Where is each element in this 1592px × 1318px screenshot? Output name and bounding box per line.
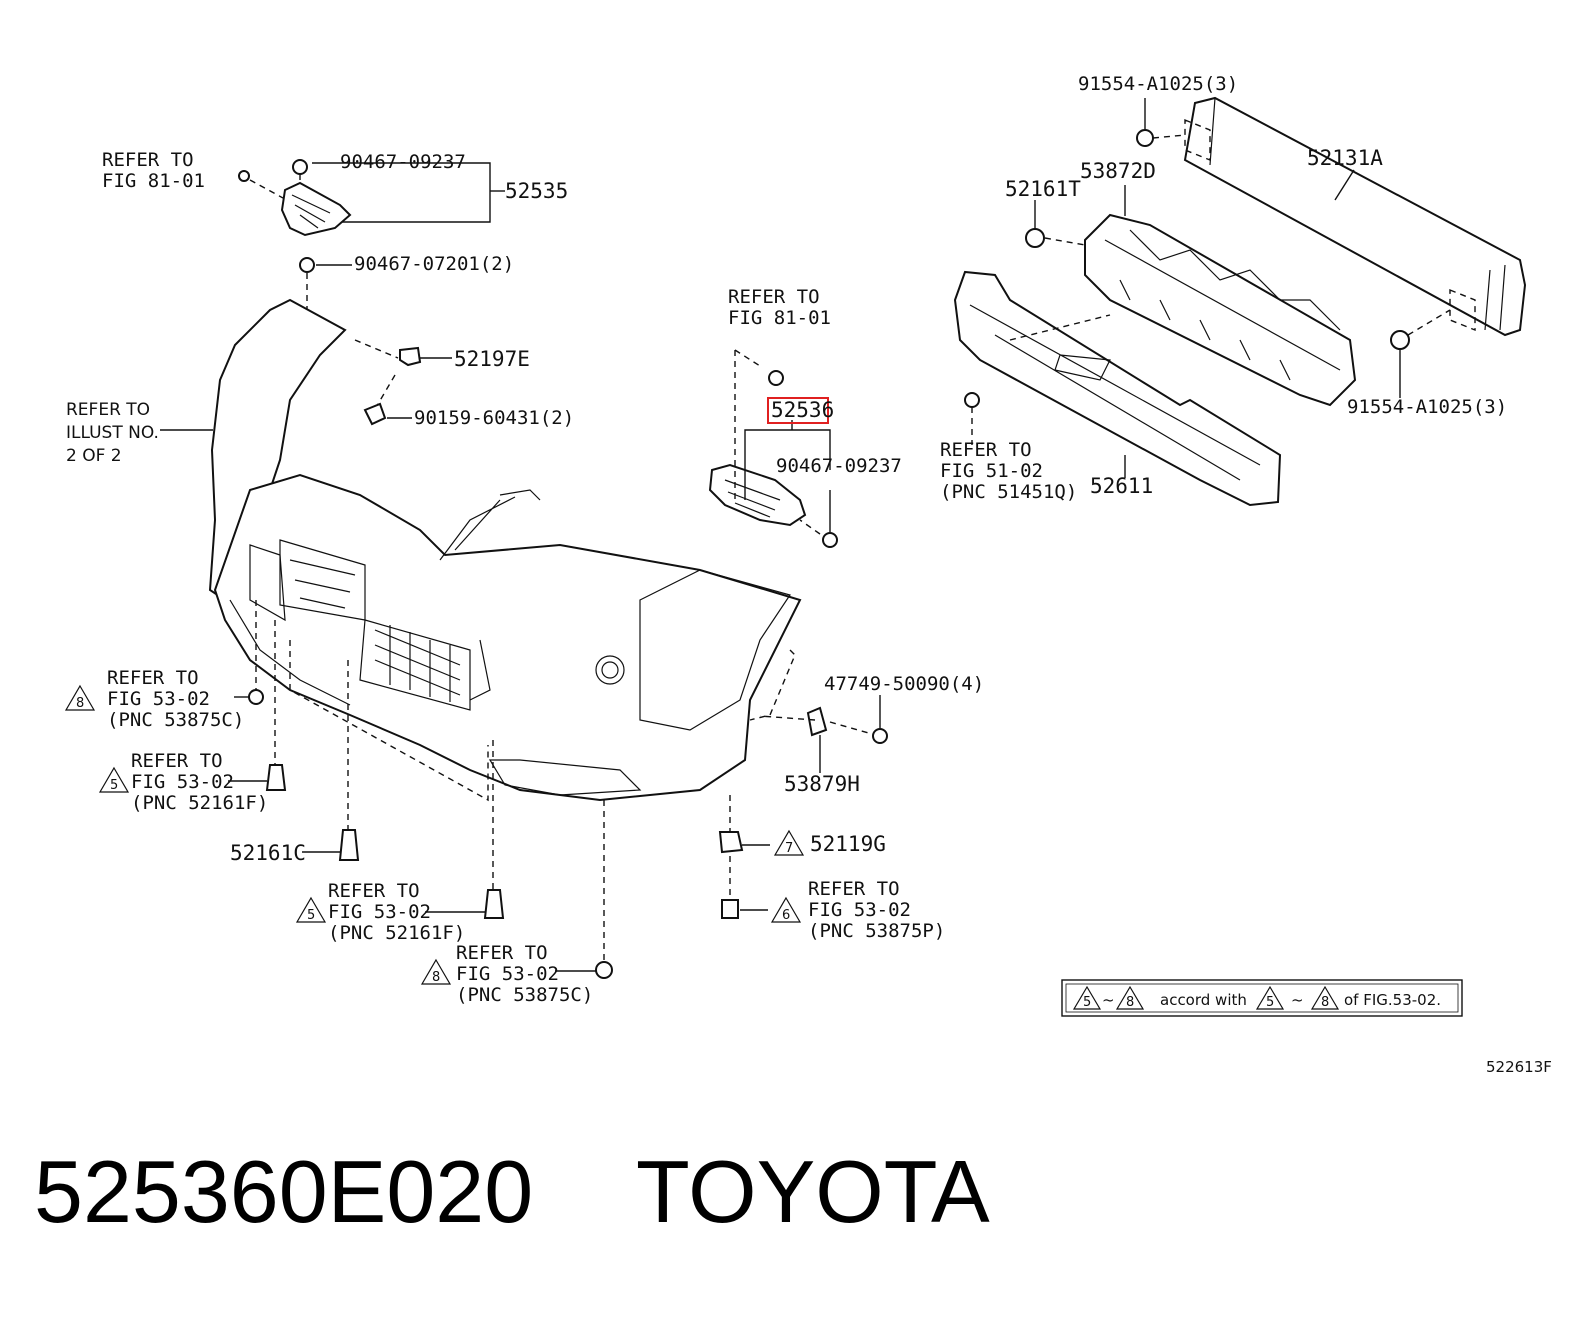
absorber-53872d <box>1084 213 1357 407</box>
refer-81-01-top-line1: REFER TO <box>102 149 194 171</box>
refer-8a-line2: FIG 53-02 <box>107 688 210 710</box>
bolt-91554-right <box>1390 330 1410 350</box>
pn-52119g: 52119G <box>810 832 886 856</box>
svg-text:5: 5 <box>110 778 118 793</box>
clip-52161t <box>1025 228 1045 248</box>
pn-47749-50090: 47749-50090(4) <box>824 673 984 695</box>
refer-6-line3: (PNC 53875P) <box>808 920 945 942</box>
note-tilde-1: ~ <box>1102 991 1115 1009</box>
lower-fasteners <box>228 600 888 979</box>
screw-90159-60431 <box>363 402 387 426</box>
pn-90159-60431: 90159-60431(2) <box>414 407 574 429</box>
refer-illust-line2: ILLUST NO. <box>66 423 159 443</box>
pn-52536: 52536 <box>771 398 834 422</box>
triangle-8a: 8 <box>64 684 96 711</box>
pn-52161t: 52161T <box>1005 177 1081 201</box>
refer-8a-line1: REFER TO <box>107 667 199 689</box>
refer-8b-line1: REFER TO <box>456 942 548 964</box>
pn-52197e: 52197E <box>454 347 530 371</box>
bracket-52536-group <box>708 349 838 548</box>
refer-illust-line3: 2 OF 2 <box>66 446 122 466</box>
svg-text:8: 8 <box>432 970 440 985</box>
refer-51-02-line2: FIG 51-02 <box>940 460 1043 482</box>
svg-text:8: 8 <box>76 696 84 711</box>
highlight-box-52536 <box>767 397 829 424</box>
refer-5a-line2: FIG 53-02 <box>131 771 234 793</box>
figure-code: 522613F <box>1486 1058 1552 1076</box>
refer-5a-line3: (PNC 52161F) <box>131 792 268 814</box>
pn-53872d: 53872D <box>1080 159 1156 183</box>
refer-51-02-line3: (PNC 51451Q) <box>940 481 1077 503</box>
note-triangle-5a: 5 <box>1083 995 1091 1010</box>
refer-illust-line1: REFER TO <box>66 400 150 420</box>
pn-53879h: 53879H <box>784 772 860 796</box>
triangle-7: 7 <box>773 829 805 856</box>
triangle-5a: 5 <box>98 766 130 793</box>
refer-81-01-mid-line1: REFER TO <box>728 286 820 308</box>
pn-52161c: 52161C <box>230 841 306 865</box>
clip-90467-07201 <box>299 257 315 273</box>
pn-90467-09237-top: 90467-09237 <box>340 151 466 173</box>
pn-91554-right: 91554-A1025(3) <box>1347 396 1507 418</box>
note-tilde-2: ~ <box>1291 991 1304 1009</box>
bumper-cover <box>208 298 802 802</box>
pn-52611: 52611 <box>1090 474 1153 498</box>
triangle-6: 6 <box>770 896 802 923</box>
refer-6-line2: FIG 53-02 <box>808 899 911 921</box>
note-accord-with: accord with <box>1160 991 1247 1009</box>
note-triangle-5b: 5 <box>1266 995 1274 1010</box>
pn-91554-top: 91554-A1025(3) <box>1078 73 1238 95</box>
triangle-5b: 5 <box>295 896 327 923</box>
bolt-91554-top <box>1136 129 1154 147</box>
refer-51-02-line1: REFER TO <box>940 439 1032 461</box>
note-triangle-8b: 8 <box>1321 995 1329 1010</box>
triangle-8b: 8 <box>420 958 452 985</box>
note-box: 5 ~ 8 accord with 5 ~ 8 of FIG.53-02. <box>1061 979 1463 1017</box>
clip-52197e <box>399 346 422 367</box>
absorber-52611 <box>953 270 1282 507</box>
pn-90467-09237-mid: 90467-09237 <box>776 455 902 477</box>
clip-51451q <box>964 392 980 408</box>
refer-8b-line3: (PNC 53875C) <box>456 984 593 1006</box>
refer-5b-line3: (PNC 52161F) <box>328 922 465 944</box>
footer-part-number: 525360E020 <box>34 1142 533 1241</box>
refer-8a-line3: (PNC 53875C) <box>107 709 244 731</box>
pn-52131a: 52131A <box>1307 146 1383 170</box>
refer-5b-line1: REFER TO <box>328 880 420 902</box>
svg-text:7: 7 <box>785 841 793 856</box>
note-triangle-8a: 8 <box>1126 995 1134 1010</box>
refer-81-01-mid-line2: FIG 81-01 <box>728 307 831 329</box>
pn-90467-07201: 90467-07201(2) <box>354 253 514 275</box>
refer-8b-line2: FIG 53-02 <box>456 963 559 985</box>
footer-brand: TOYOTA <box>636 1142 990 1241</box>
refer-5b-line2: FIG 53-02 <box>328 901 431 923</box>
refer-6-line1: REFER TO <box>808 878 900 900</box>
bracket-52535-group <box>238 159 352 237</box>
svg-text:5: 5 <box>307 908 315 923</box>
note-of-fig: of FIG.53-02. <box>1344 991 1441 1009</box>
refer-5a-line1: REFER TO <box>131 750 223 772</box>
refer-81-01-top-line2: FIG 81-01 <box>102 170 205 192</box>
svg-text:6: 6 <box>782 908 790 923</box>
pn-52535: 52535 <box>505 179 568 203</box>
